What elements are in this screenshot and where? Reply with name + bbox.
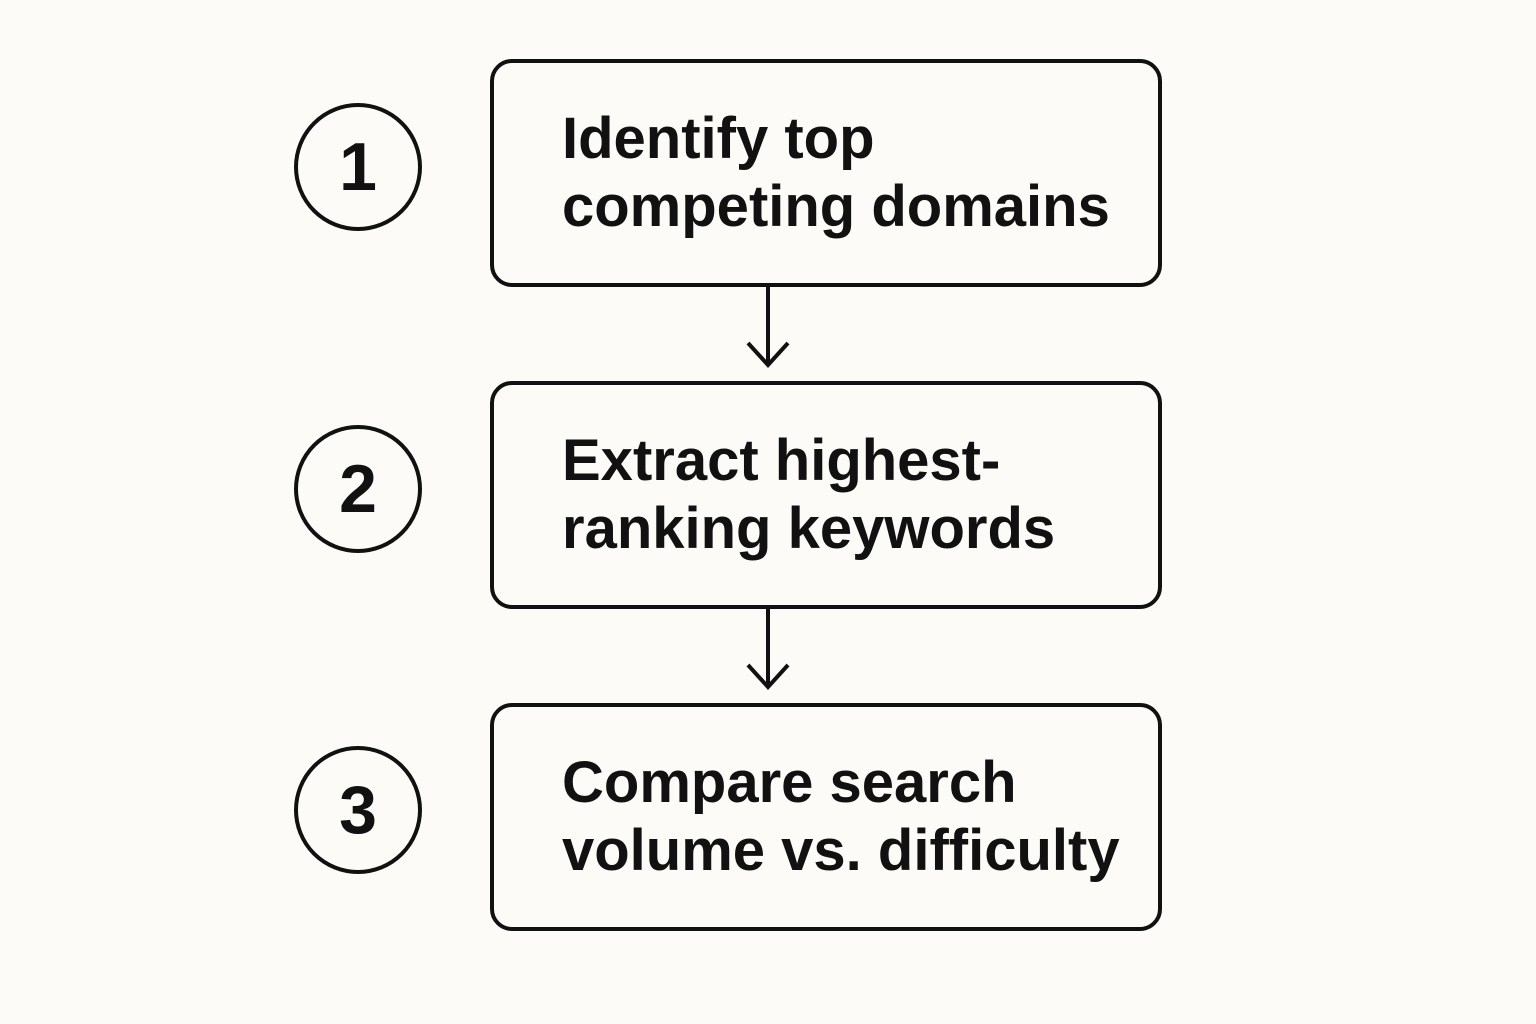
- step-1-text: Identify top competing domains: [562, 105, 1110, 241]
- step-2-text-line-1: Extract highest-: [562, 428, 1001, 493]
- step-1-text-line-1: Identify top: [562, 106, 875, 171]
- step-3-text-line-2: volume vs. difficulty: [562, 818, 1120, 883]
- step-1-number-badge: 1: [294, 103, 422, 231]
- step-1-number: 1: [339, 129, 377, 205]
- step-2-text-line-2: ranking keywords: [562, 496, 1056, 561]
- step-3-text: Compare search volume vs. difficulty: [562, 749, 1120, 885]
- step-3-text-line-1: Compare search: [562, 750, 1017, 815]
- step-3-number: 3: [339, 772, 377, 848]
- step-2-number: 2: [339, 451, 377, 527]
- step-3-number-badge: 3: [294, 746, 422, 874]
- step-2-text: Extract highest- ranking keywords: [562, 427, 1055, 563]
- step-2-box: Extract highest- ranking keywords: [490, 381, 1162, 609]
- step-3-box: Compare search volume vs. difficulty: [490, 703, 1162, 931]
- step-1-text-line-2: competing domains: [562, 174, 1110, 239]
- step-2-number-badge: 2: [294, 425, 422, 553]
- arrow-down-icon: [746, 609, 790, 690]
- arrow-down-icon: [746, 287, 790, 368]
- step-1-box: Identify top competing domains: [490, 59, 1162, 287]
